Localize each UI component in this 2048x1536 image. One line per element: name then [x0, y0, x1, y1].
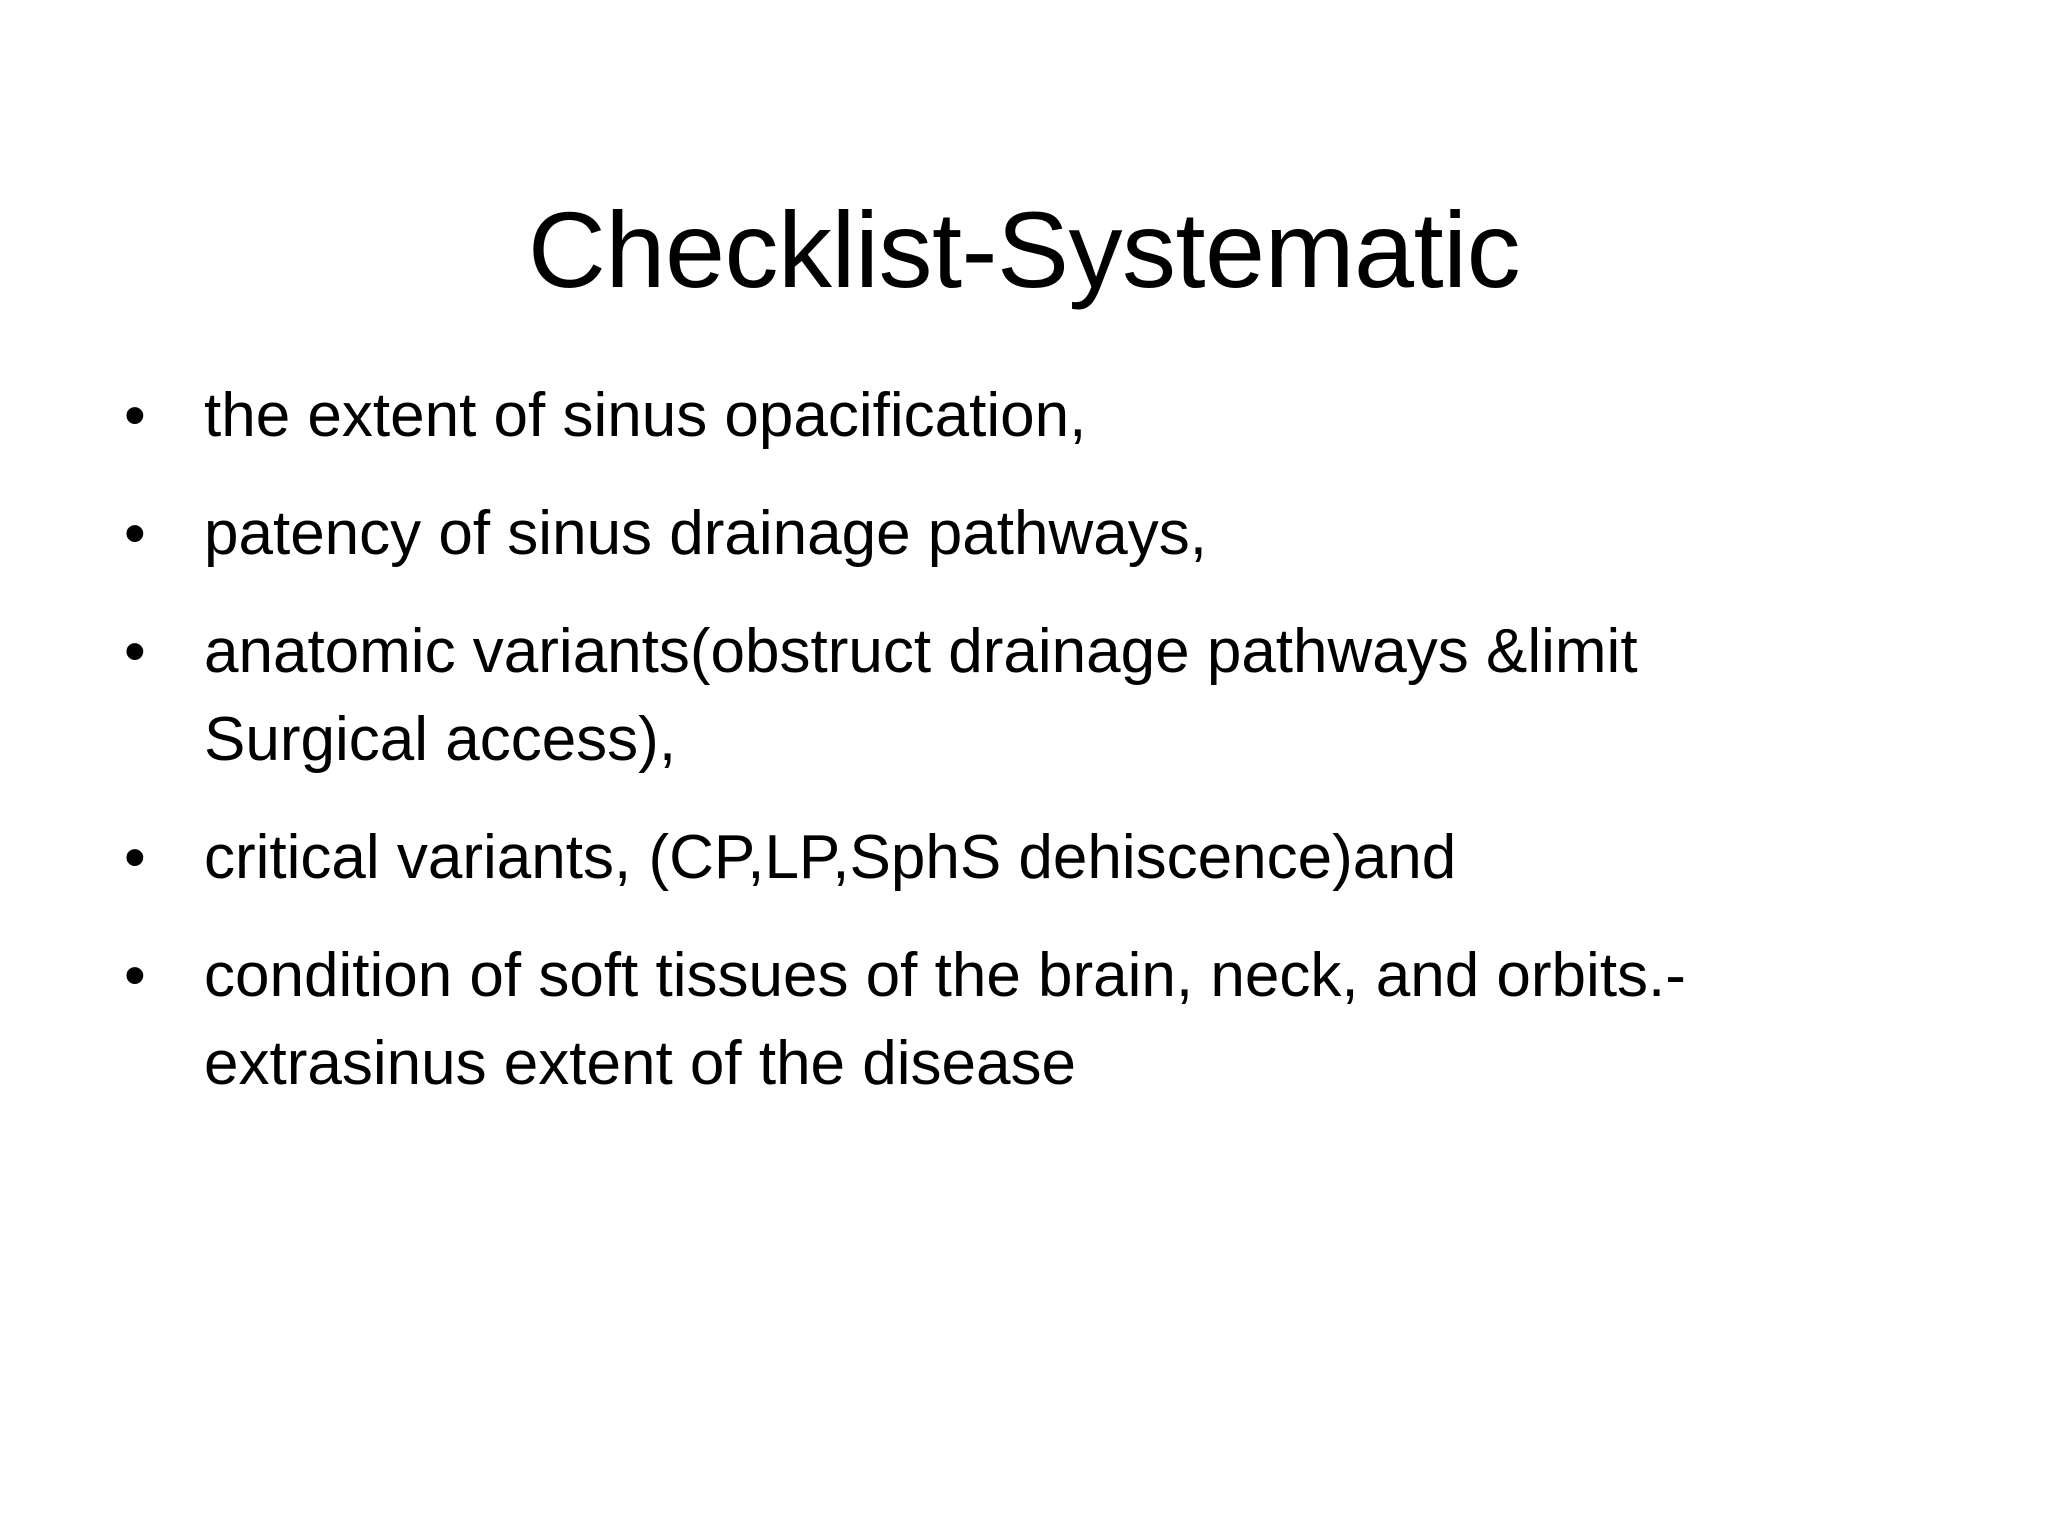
list-item-text: condition of soft tissues of the brain, … [204, 941, 1686, 1099]
list-item: • condition of soft tissues of the brain… [118, 932, 1958, 1108]
list-item-text: patency of sinus drainage pathways, [204, 499, 1207, 569]
bullet-point-icon: • [124, 617, 146, 687]
bullet-point-icon: • [124, 499, 146, 569]
bullet-point-icon: • [124, 941, 146, 1011]
page-title: Checklist-Systematic [527, 189, 1521, 311]
list-item-text: the extent of sinus opacification, [204, 381, 1087, 450]
list-item: • the extent of sinus opacification, [118, 372, 1958, 460]
list-item: • critical variants, (CP,LP,SphS dehisce… [118, 814, 1958, 902]
list-item: • anatomic variants(obstruct drainage pa… [118, 608, 1958, 784]
list-item-text: critical variants, (CP,LP,SphS dehiscenc… [204, 823, 1457, 893]
bullet-list: • the extent of sinus opacification, • p… [118, 372, 1958, 1108]
list-item: • patency of sinus drainage pathways, [118, 490, 1958, 578]
bullet-point-icon: • [124, 381, 146, 450]
bullet-point-icon: • [124, 823, 146, 893]
list-item-text: anatomic variants(obstruct drainage path… [204, 617, 1638, 775]
